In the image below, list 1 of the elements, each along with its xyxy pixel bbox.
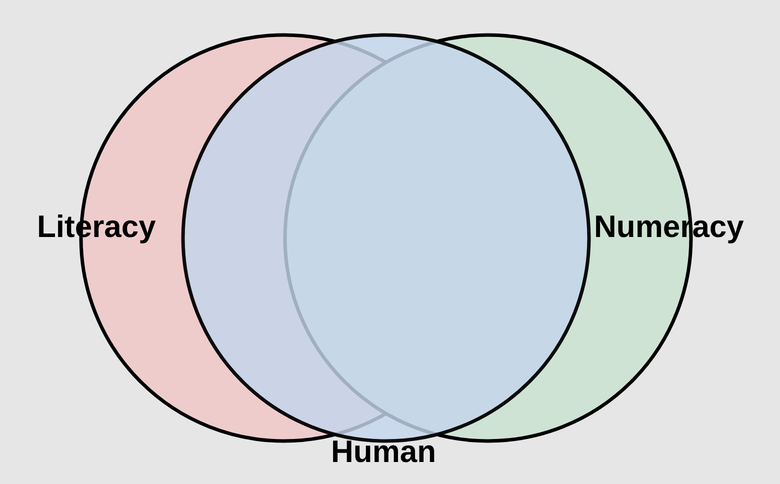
set-label: Human: [331, 434, 436, 470]
